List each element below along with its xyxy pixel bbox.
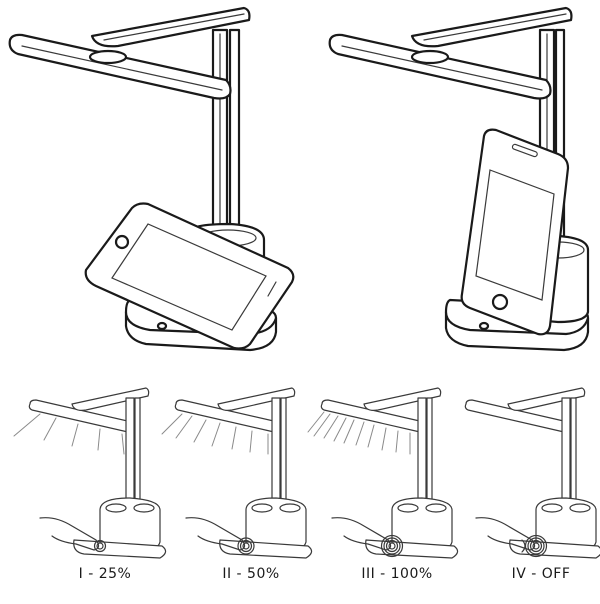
hand-pressing-button	[185, 517, 255, 555]
phone-portrait	[460, 128, 570, 336]
lamp-mode-4	[464, 387, 600, 559]
mode-caption-2: II - 50%	[222, 566, 280, 582]
mode-caption-4: IV - OFF	[511, 566, 571, 582]
lamp-pole	[211, 28, 241, 254]
phone-landscape	[84, 202, 295, 350]
lamp-with-phone-landscape	[8, 6, 295, 352]
mode-caption-3: III - 100%	[361, 566, 433, 582]
lamp-head	[8, 33, 232, 100]
light-rays	[307, 411, 411, 455]
lamp-upper-arm	[410, 6, 573, 48]
lamp-with-phone-portrait	[328, 6, 590, 352]
mode-caption-1: I - 25%	[78, 566, 132, 582]
lamp-upper-arm	[90, 6, 251, 48]
light-rays	[13, 413, 125, 455]
lamp-mode-3	[307, 387, 459, 559]
light-rays	[161, 413, 269, 455]
hand-pressing-button	[475, 517, 548, 558]
lamp-mode-2	[161, 387, 313, 559]
hand-pressing-button	[39, 517, 107, 553]
hand-pressing-button	[331, 517, 404, 558]
lamp-mode-1	[13, 387, 167, 559]
lamp-head	[328, 33, 552, 100]
